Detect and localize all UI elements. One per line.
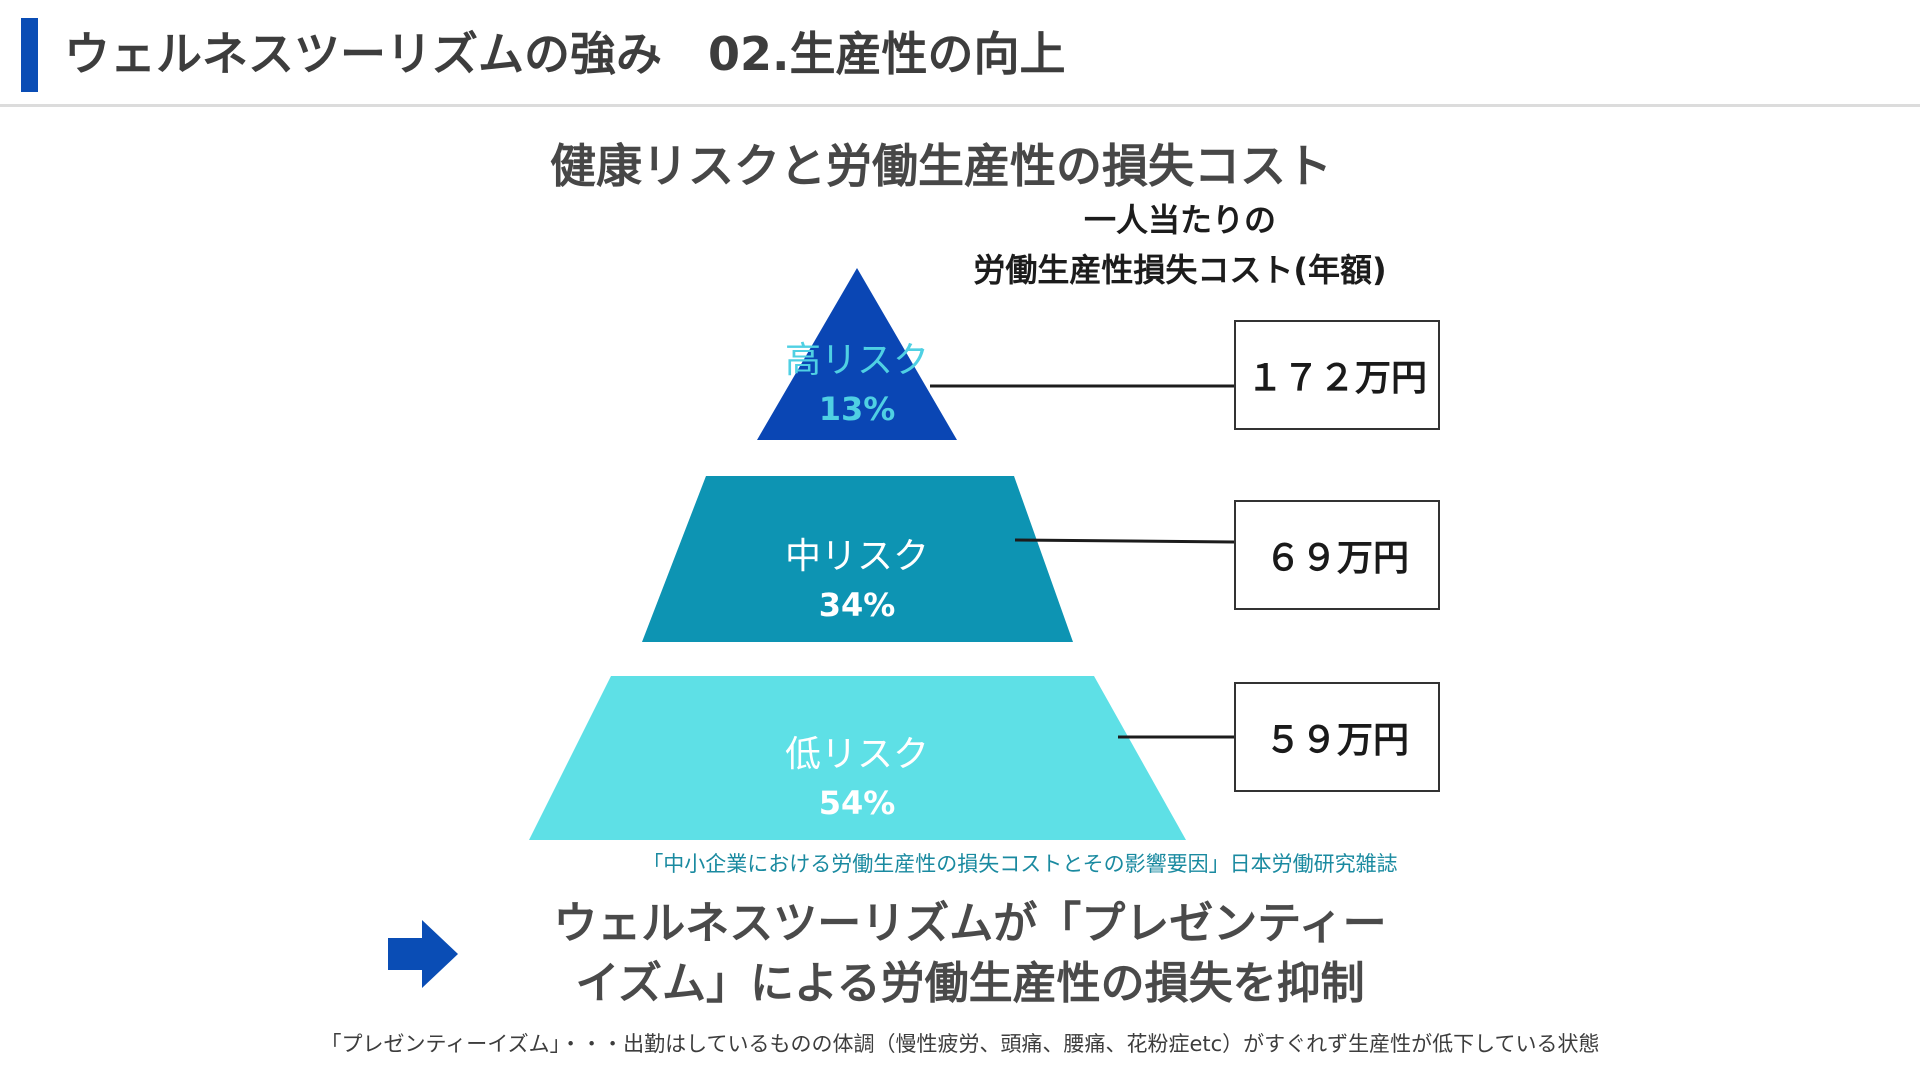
- tier-percent-high: 13%: [818, 390, 896, 428]
- conclusion-text: ウェルネスツーリズムが「プレゼンティー イズム」による労働生産性の損失を抑制: [470, 894, 1470, 1014]
- tier-percent-low: 54%: [818, 784, 896, 822]
- diagram-title: 健康リスクと労働生産性の損失コスト: [550, 139, 1332, 193]
- tier-name-mid: 中リスク: [784, 536, 929, 577]
- tier-label-high: 高リスク 13%: [707, 338, 1007, 434]
- connector-line-mid: [1014, 538, 1235, 544]
- tier-name-low: 低リスク: [784, 734, 929, 775]
- cost-box-high: １７２万円: [1234, 320, 1440, 430]
- page-title: ウェルネスツーリズムの強み 02.生産性の向上: [64, 27, 1066, 81]
- cost-box-low: ５９万円: [1234, 682, 1440, 792]
- pyramid-tier-mid: [642, 476, 1073, 642]
- tier-label-low: 低リスク 54%: [707, 732, 1007, 828]
- right-arrow-icon: [388, 920, 458, 988]
- conclusion-line1: ウェルネスツーリズムが「プレゼンティー: [553, 898, 1387, 949]
- cost-caption-line2: 労働生産性損失コスト(年額): [973, 251, 1387, 289]
- tier-percent-mid: 34%: [818, 586, 896, 624]
- cost-box-mid: ６９万円: [1234, 500, 1440, 610]
- header-divider: [0, 104, 1920, 107]
- pyramid-tier-low: [529, 676, 1186, 840]
- tier-name-high: 高リスク: [784, 340, 929, 381]
- conclusion-line2: イズム」による労働生産性の損失を抑制: [575, 958, 1365, 1009]
- pyramid-tier-high: [757, 268, 957, 440]
- tier-label-mid: 中リスク 34%: [707, 534, 1007, 630]
- cost-caption: 一人当たりの 労働生産性損失コスト(年額): [900, 195, 1460, 295]
- footnote: 「プレゼンティーイズム」・・・出勤はしているものの体調（慢性疲労、頭痛、腰痛、花…: [320, 1032, 1600, 1056]
- source-citation: 「中小企業における労働生産性の損失コストとその影響要因」日本労働研究雑誌: [642, 852, 1398, 876]
- cost-caption-line1: 一人当たりの: [1083, 201, 1276, 239]
- header-accent-bar: [21, 18, 38, 92]
